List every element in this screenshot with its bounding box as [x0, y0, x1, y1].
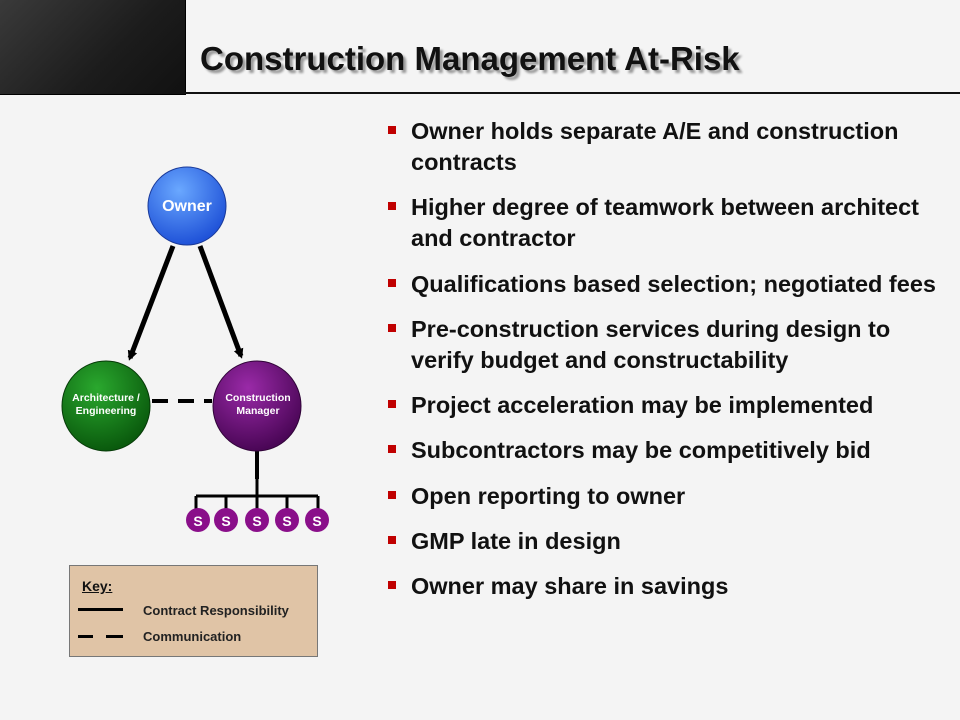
bullet-text: Subcontractors may be competitively bid	[411, 437, 871, 464]
bullet-marker-icon	[388, 400, 396, 409]
bullet-item: Owner may share in savings	[386, 571, 946, 602]
bullet-text: Higher degree of teamwork between archit…	[411, 194, 920, 252]
bullet-marker-icon	[388, 536, 396, 545]
bullet-marker-icon	[388, 323, 396, 332]
bullet-item: GMP late in design	[386, 526, 946, 557]
bullet-text: Pre-construction services during design …	[411, 315, 891, 373]
contract-arrow-to-cm	[197, 245, 244, 359]
ae-label-line2: Engineering	[76, 405, 137, 417]
bullet-marker-icon	[388, 445, 396, 454]
cm-node	[212, 360, 302, 452]
slide-title: Construction Management At-Risk	[200, 40, 740, 77]
cm-label-line1: Construction	[225, 392, 290, 404]
solid-line-swatch	[78, 608, 123, 611]
bullet-list: Owner holds separate A/E and constructio…	[386, 116, 946, 617]
subcontractor-node	[245, 508, 269, 532]
bullet-marker-icon	[388, 202, 396, 211]
subcontractor-label: S	[193, 513, 202, 529]
subcontractor-label: S	[282, 513, 291, 529]
ae-label-line1: Architecture /	[72, 392, 140, 404]
subcontractor-node	[214, 508, 238, 532]
subcontractor-label: S	[312, 513, 321, 529]
subcontractor-node	[186, 508, 210, 532]
bullet-marker-icon	[388, 126, 396, 134]
dashed-line-swatch	[78, 635, 123, 638]
key-contract-label: Contract Responsibility	[143, 603, 289, 618]
bullet-item: Subcontractors may be competitively bid	[386, 435, 946, 466]
corner-decoration	[0, 0, 186, 95]
bullet-item: Qualifications based selection; negotiat…	[386, 269, 946, 300]
contract-arrow-to-ae	[127, 245, 176, 361]
bullet-marker-icon	[388, 490, 396, 499]
subcontractor-label: S	[252, 513, 261, 529]
subcontractor-node	[305, 508, 329, 532]
bullet-text: Qualifications based selection; negotiat…	[411, 270, 936, 297]
owner-label: Owner	[162, 198, 212, 215]
bullet-text: GMP late in design	[411, 528, 621, 555]
ae-node	[61, 360, 151, 452]
subcontractor-label: S	[221, 513, 230, 529]
bullet-item: Project acceleration may be implemented	[386, 390, 946, 421]
legend-key: Key: Contract Responsibility Communicati…	[69, 565, 318, 657]
bullet-text: Open reporting to owner	[411, 482, 686, 509]
key-communication-label: Communication	[143, 629, 242, 644]
bullet-item: Open reporting to owner	[386, 481, 946, 512]
bullet-text: Owner may share in savings	[411, 573, 729, 600]
bullet-item: Higher degree of teamwork between archit…	[386, 192, 946, 254]
bullet-marker-icon	[388, 581, 396, 590]
bullet-marker-icon	[388, 278, 396, 287]
bullet-item: Pre-construction services during design …	[386, 314, 946, 376]
bullet-item: Owner holds separate A/E and constructio…	[386, 116, 946, 178]
key-title: Key:	[82, 578, 113, 594]
subcontractor-node	[275, 508, 299, 532]
title-rule	[185, 92, 960, 94]
bullet-text: Project acceleration may be implemented	[411, 392, 874, 419]
cm-label-line2: Manager	[236, 405, 279, 417]
owner-node	[147, 166, 227, 246]
bullet-text: Owner holds separate A/E and constructio…	[411, 118, 899, 175]
